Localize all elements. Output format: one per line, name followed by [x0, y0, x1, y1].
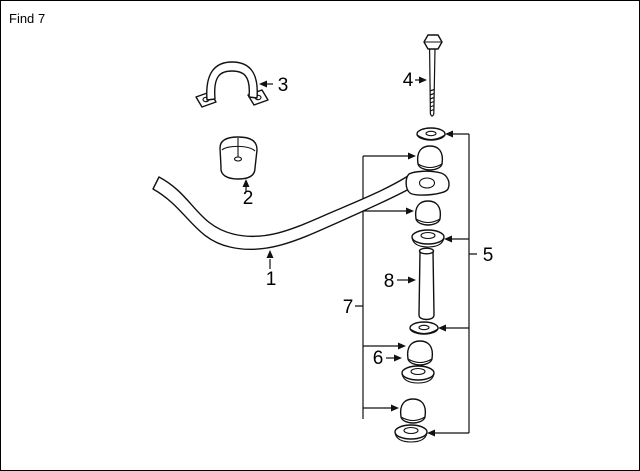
group-7-bracket-line	[355, 156, 364, 419]
group-7-arrow-cushion1	[408, 152, 416, 160]
stabilizer-bar-eye-hole	[418, 177, 436, 189]
bolt[interactable]	[423, 34, 443, 117]
group-5-arrow-bottom	[427, 429, 435, 437]
callout-4-number[interactable]: 4	[403, 70, 414, 91]
callout-6-arrow	[394, 354, 402, 362]
callout-8-arrow	[408, 276, 416, 284]
callout-6-number[interactable]: 6	[373, 348, 384, 369]
link-washer-mid[interactable]	[409, 321, 439, 335]
callout-4: 4	[403, 70, 427, 91]
group-5-arrow-retainer	[444, 235, 452, 243]
group-5-arrow-top	[445, 130, 453, 138]
callout-3-arrow	[259, 80, 267, 88]
group-5-arrow-washer	[438, 324, 446, 332]
callout-1: 1	[266, 250, 277, 290]
link-cushion-4[interactable]	[399, 398, 427, 424]
link-retainer-3[interactable]	[394, 424, 428, 443]
callout-7-number[interactable]: 7	[343, 297, 354, 318]
callout-5-number[interactable]: 5	[483, 245, 494, 266]
link-cushion-2[interactable]	[414, 200, 442, 226]
stabilizer-bar-body	[152, 175, 412, 251]
stabilizer-bracket[interactable]	[195, 61, 269, 108]
spacer-collar[interactable]	[418, 247, 435, 321]
find-label: Find	[9, 11, 34, 26]
callout-8: 8	[384, 271, 416, 292]
callout-1-number[interactable]: 1	[266, 269, 277, 290]
find-target-number: 7	[38, 11, 45, 26]
group-7-arrow-cushion2	[406, 207, 414, 215]
callout-8-number[interactable]: 8	[384, 271, 395, 292]
find-header: Find 7	[9, 11, 45, 26]
group-7-bracket: 7	[343, 152, 416, 412]
stabilizer-bar[interactable]	[152, 170, 450, 251]
group-7-arrow-cushion4	[391, 404, 399, 412]
link-cushion-1[interactable]	[416, 145, 444, 171]
callout-1-arrow	[266, 250, 274, 258]
link-cushion-3[interactable]	[406, 340, 434, 366]
group-5-bracket-line	[435, 133, 477, 434]
callout-6: 6	[373, 348, 402, 369]
callout-2-arrow	[242, 179, 250, 187]
callout-3: 3	[259, 75, 288, 96]
stabilizer-bushing[interactable]	[219, 136, 258, 180]
bolt-threads	[429, 88, 435, 112]
callout-3-number[interactable]: 3	[278, 75, 289, 96]
link-retainer-2[interactable]	[401, 365, 435, 384]
link-washer-top[interactable]	[416, 127, 446, 141]
callout-2: 2	[242, 179, 254, 209]
bushing-slot-end	[233, 156, 243, 162]
callout-2-number[interactable]: 2	[243, 188, 254, 209]
spacer-collar-body	[418, 250, 435, 321]
group-7-arrow-cushion3	[398, 342, 406, 350]
callout-4-arrow	[419, 76, 427, 84]
group-7-ticks	[363, 155, 408, 409]
spacer-collar-top	[418, 247, 435, 255]
bracket-strap	[206, 61, 258, 101]
link-retainer-1[interactable]	[411, 229, 445, 248]
group-5-bracket: 5	[427, 130, 494, 437]
